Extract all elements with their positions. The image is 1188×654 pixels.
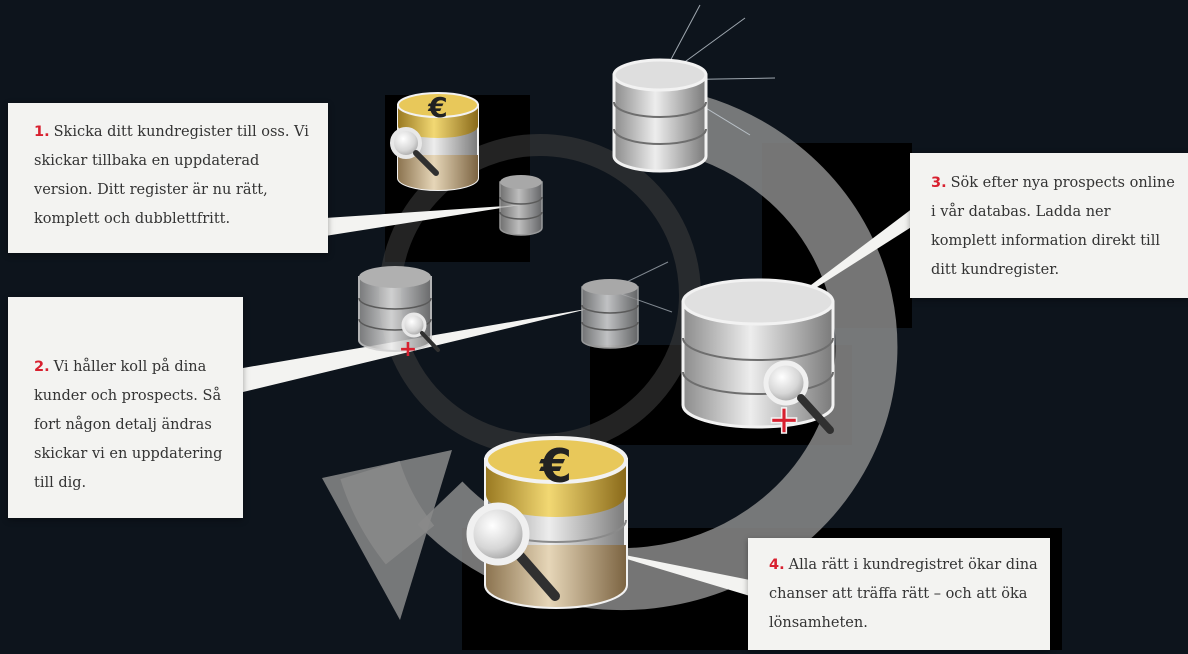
- pointer-step-2: [243, 308, 592, 392]
- database-small-b-icon: [581, 261, 673, 349]
- step-text: Alla rätt i kundregistret ökar dina chan…: [769, 557, 1038, 631]
- euro-small-icon: €: [427, 91, 447, 124]
- step-text: Sök efter nya prospects online i vår dat…: [931, 175, 1175, 278]
- callout-step-1: 1.Skicka ditt kundregister till oss. Vi …: [8, 103, 328, 253]
- magnifier-small-icon: [390, 127, 422, 159]
- step-number: 3.: [931, 175, 947, 191]
- step-text: Vi håller koll på dina kunder och prospe…: [34, 359, 223, 491]
- magnifier-tiny-icon: [401, 312, 427, 338]
- magnifier-large-icon: [763, 360, 809, 406]
- callout-step-3: 3.Sök efter nya prospects online i vår d…: [910, 153, 1188, 298]
- plus-tiny-icon: +: [399, 337, 417, 362]
- database-search-large-icon: +: [681, 278, 835, 444]
- coin-stack-small-icon: €: [390, 91, 479, 191]
- cycle-arrow-head-icon: [322, 450, 452, 620]
- step-text: Skicka ditt kundregister till oss. Vi sk…: [34, 124, 309, 227]
- step-number: 1.: [34, 124, 50, 140]
- database-small-a-icon: [499, 175, 543, 236]
- euro-large-icon: €: [539, 439, 572, 493]
- pointer-step-4: [590, 548, 750, 596]
- callout-step-4: 4.Alla rätt i kundregistret ökar dina ch…: [748, 538, 1050, 650]
- magnifier-xlarge-icon: [466, 502, 530, 566]
- step-number: 4.: [769, 557, 785, 573]
- coin-stack-large-icon: €: [466, 436, 628, 609]
- database-top-icon: [612, 4, 776, 173]
- callout-step-2: 2.Vi håller koll på dina kunder och pros…: [8, 297, 243, 518]
- step-number: 2.: [34, 359, 50, 375]
- database-search-small-icon: +: [358, 266, 440, 362]
- pointer-step-1: [325, 205, 520, 236]
- plus-large-icon: +: [767, 397, 801, 443]
